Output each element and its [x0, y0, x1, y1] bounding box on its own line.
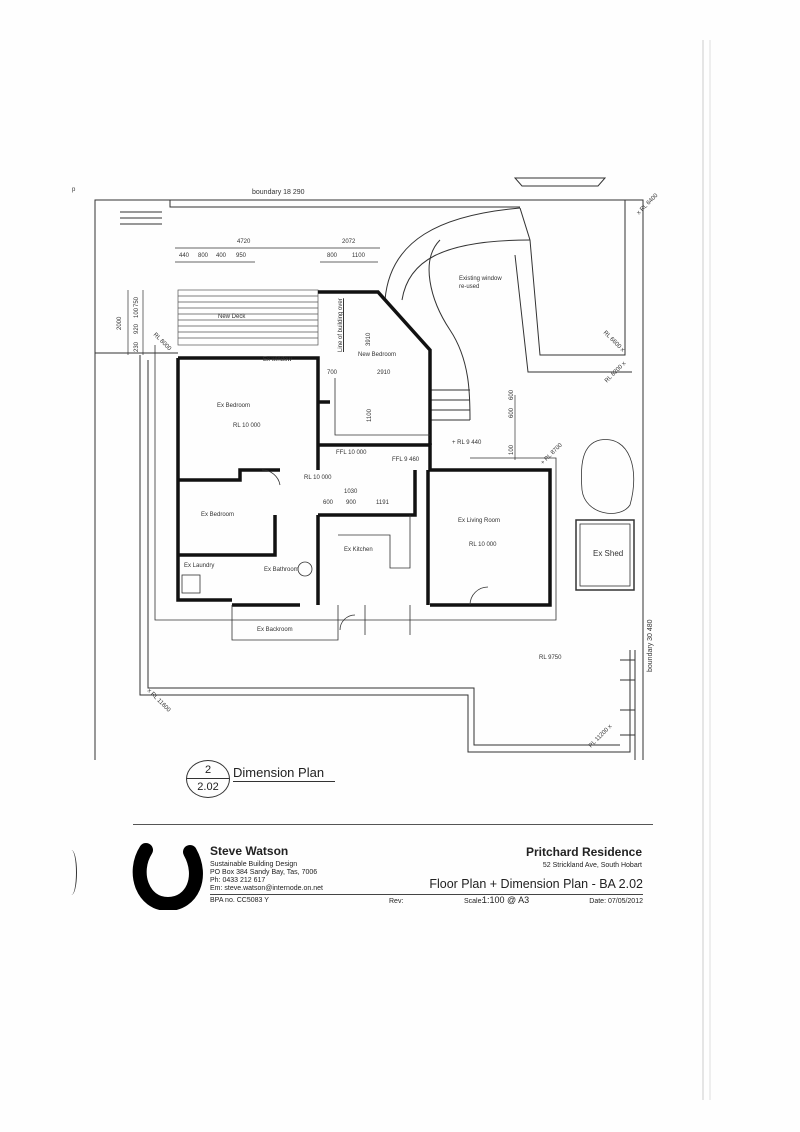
- designer-phone: Ph: 0433 212 617: [210, 877, 266, 884]
- drawing-title: Floor Plan + Dimension Plan - BA 2.02: [429, 877, 643, 891]
- dim-600a: 600: [509, 407, 515, 418]
- scale-label: Scale:: [464, 898, 484, 905]
- boundary-right-label: boundary 30 480: [647, 619, 654, 672]
- dim-920: 920: [134, 323, 140, 334]
- dim-1100: 1100: [352, 253, 365, 259]
- curved-stair: [384, 200, 632, 421]
- dim-2910: 2910: [377, 370, 391, 376]
- dim-3910: 3910: [366, 332, 372, 346]
- new-deck-label: New Deck: [218, 314, 246, 320]
- section-number: 2: [204, 764, 212, 776]
- ex-living-label: Ex Living Room: [458, 518, 501, 524]
- ex-laundry-label: Ex Laundry: [184, 563, 215, 569]
- bpa-number: BPA no. CC5083 Y: [210, 897, 269, 904]
- ex-living-rl: RL 10 000: [469, 542, 497, 548]
- ex-backroom-label: Ex Backroom: [257, 627, 293, 633]
- dim-100: 100: [134, 307, 140, 318]
- ex-bathroom-label: Ex Bathroom: [264, 567, 299, 573]
- project-address: 52 Strickland Ave, South Hobart: [542, 862, 642, 869]
- dim-800b: 800: [327, 253, 338, 259]
- house-walls: [176, 290, 552, 607]
- rl-9440: + RL 9 440: [452, 440, 482, 446]
- dim-600b: 600: [509, 389, 515, 400]
- drawing-date: Date: 07/05/2012: [589, 898, 643, 905]
- dimension-lines: [127, 247, 516, 460]
- dim-230: 230: [134, 341, 140, 352]
- section-reference: 2 2.02: [186, 760, 230, 798]
- new-bedroom-label: New Bedroom: [358, 352, 397, 358]
- ex-kitchen-label: Ex Kitchen: [344, 547, 373, 553]
- rl-9750: RL 9750: [539, 655, 562, 661]
- designer-address: PO Box 384 Sandy Bay, Tas, 7006: [210, 869, 318, 876]
- scale-value: 1:100 @ A3: [482, 895, 530, 905]
- ex-shed-label: Ex Shed: [593, 549, 624, 558]
- dim-440: 440: [179, 253, 190, 259]
- section-title: Dimension Plan: [233, 765, 335, 782]
- designer-company: Sustainable Building Design: [210, 861, 298, 868]
- note-existing-window: Existing window: [459, 276, 502, 282]
- ex-bedroom-1-label: Ex Bedroom: [217, 403, 251, 409]
- dim-1100-vert: 1100: [367, 409, 373, 422]
- ffl-9460: FFL 9 460: [392, 457, 420, 463]
- line-of-building-label: Line of building over: [338, 298, 344, 352]
- designer-name: Steve Watson: [210, 844, 289, 858]
- dim-600-hall: 600: [323, 500, 334, 506]
- dim-700: 700: [327, 370, 338, 376]
- project-name: Pritchard Residence: [525, 845, 642, 859]
- dim-1030: 1030: [344, 489, 358, 495]
- hall-rl: RL 10 000: [304, 475, 332, 481]
- margin-bracket: [66, 850, 77, 895]
- ex-window-label: Ex window: [263, 357, 292, 363]
- dim-100-right: 100: [509, 444, 515, 455]
- margin-mark: p: [72, 187, 76, 193]
- revision-label: Rev:: [389, 898, 404, 905]
- dim-2072: 2072: [342, 239, 356, 245]
- boundary-top-label: boundary 18 290: [252, 189, 305, 196]
- interior-lines: [154, 345, 635, 641]
- dim-2000: 2000: [117, 316, 123, 330]
- designer-logo: [132, 843, 203, 910]
- site-boundary: [94, 177, 644, 760]
- dim-950: 950: [236, 253, 247, 259]
- section-sheet: 2.02: [197, 781, 219, 793]
- ex-bedroom-2-label: Ex Bedroom: [201, 512, 235, 518]
- new-deck: [177, 289, 319, 346]
- note-reused: re-used: [459, 284, 480, 290]
- dim-900-hall: 900: [346, 500, 357, 506]
- ffl-10000: FFL 10 000: [336, 450, 367, 456]
- ex-bedroom-1-rl: RL 10 000: [233, 423, 261, 429]
- dim-800: 800: [198, 253, 209, 259]
- title-block-rule: [210, 894, 643, 895]
- designer-email: Em: steve.watson@internode.on.net: [210, 885, 323, 892]
- title-block-divider: [133, 824, 653, 825]
- dim-400: 400: [216, 253, 227, 259]
- dim-750: 750: [134, 296, 140, 307]
- dim-4720: 4720: [237, 239, 251, 245]
- dim-1191-hall: 1191: [376, 500, 389, 506]
